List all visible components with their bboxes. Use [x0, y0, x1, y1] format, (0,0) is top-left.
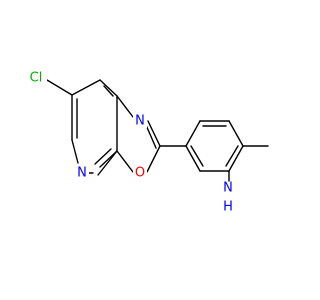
bond-9	[71, 139, 79, 164]
bond-12	[116, 95, 134, 118]
bond-lines	[46, 79, 269, 182]
atom-n-oxazole: N	[133, 112, 147, 129]
bond-1	[71, 79, 101, 96]
bond-21	[228, 120, 244, 147]
atom-label-cl: Cl	[30, 71, 43, 86]
bond-3	[103, 85, 114, 97]
atom-label-o-oxazole: O	[135, 166, 145, 181]
atom-label-nh2-n: N	[223, 181, 233, 196]
atom-labels: Cl N O N N H	[25, 69, 235, 216]
bond-16	[116, 150, 134, 173]
atom-label-n-oxazole: N	[135, 114, 145, 129]
bond-10	[97, 150, 118, 176]
bond-0	[46, 79, 73, 96]
atom-cl: Cl	[25, 69, 47, 86]
bond-15	[146, 145, 161, 173]
atom-label-nh2-h: H	[223, 200, 233, 215]
bond-2	[99, 79, 118, 97]
atom-o-oxazole: O	[133, 164, 147, 181]
atom-label-n-pyridine: N	[77, 166, 87, 181]
atom-nh2: N H	[221, 181, 235, 216]
bond-23	[225, 145, 239, 167]
bond-13	[147, 120, 161, 147]
molecule-structure: Cl N O N N H	[25, 69, 269, 216]
bond-18	[185, 120, 201, 147]
bond-26	[190, 145, 204, 167]
bond-25	[185, 145, 201, 172]
atom-n-pyridine: N	[75, 164, 89, 181]
bond-14	[145, 124, 157, 149]
bond-11	[94, 148, 112, 165]
bond-22	[228, 145, 244, 172]
